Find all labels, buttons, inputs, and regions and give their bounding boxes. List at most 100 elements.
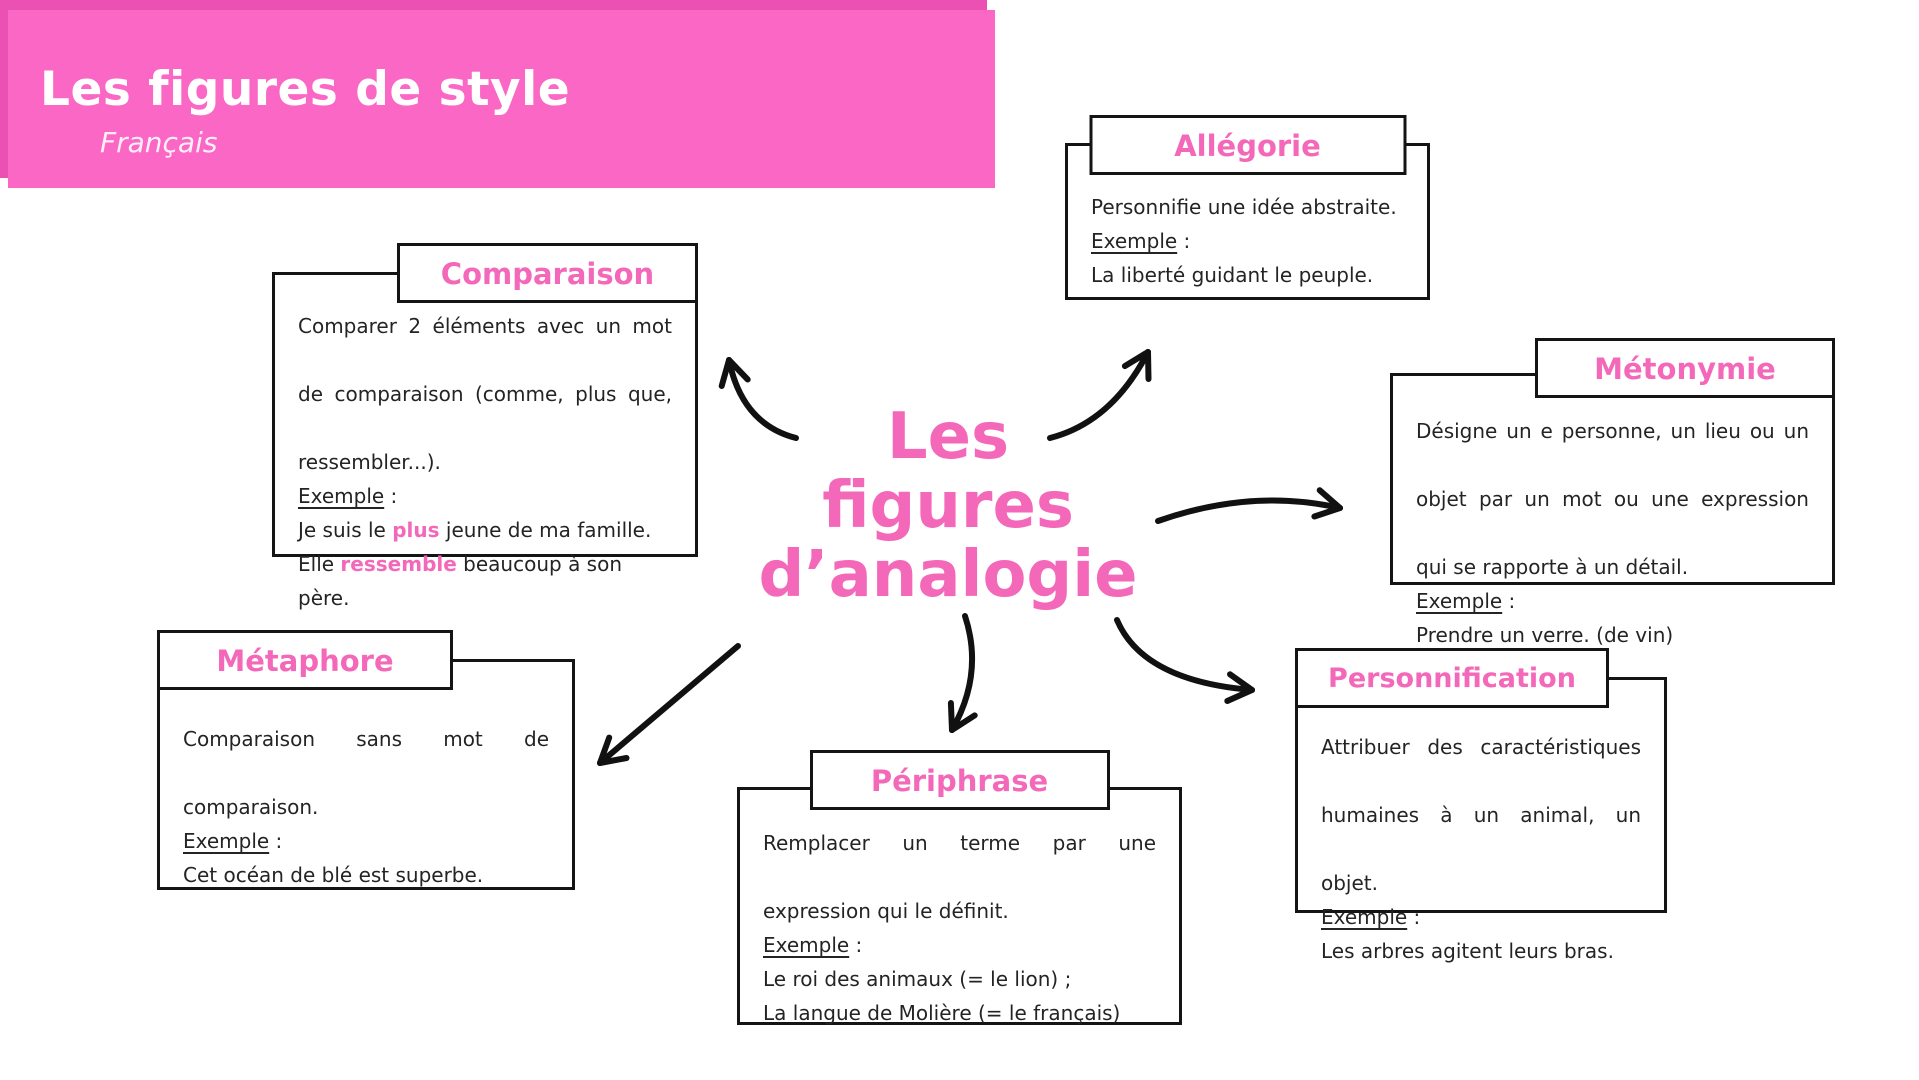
text-segment: Je suis le — [298, 518, 393, 542]
arrowhead — [1227, 671, 1255, 693]
text-line: Cet océan de blé est superbe. — [183, 858, 549, 892]
arrow-center-to-metaphore — [597, 643, 741, 766]
node-title-label: Métaphore — [216, 644, 394, 678]
text-segment: jeune de ma famille. — [439, 518, 652, 542]
text-segment: ressemble — [340, 552, 457, 576]
text-line: Je suis le plus jeune de ma famille. — [298, 513, 672, 547]
node-title-comparaison: Comparaison — [397, 243, 698, 303]
text-segment: Les arbres agitent leurs bras. — [1321, 939, 1614, 963]
text-segment: Exemple — [1321, 905, 1408, 929]
node-body-metaphore: Comparaison sans mot de comparaison. Exemp… — [160, 662, 572, 887]
text-segment: expression qui le définit. — [763, 899, 1009, 923]
text-line: Exemple : — [1321, 900, 1641, 934]
text-line: Les arbres agitent leurs bras. — [1321, 934, 1641, 968]
text-line: Exemple : — [1091, 224, 1404, 258]
text-segment: Désigne un e personne, un lieu ou un — [1416, 419, 1809, 443]
node-body-comparaison: Comparer 2 éléments avec un mot de compar… — [275, 275, 695, 610]
text-line: La langue de Molière (= le français) — [763, 996, 1156, 1030]
node-metonymie: Métonymie Désigne un e personne, un lieu… — [1390, 338, 1835, 647]
arrowhead — [949, 712, 978, 733]
text-line: Attribuer des caractéristiques — [1321, 730, 1641, 798]
text-line: Personnifie une idée abstraite. — [1091, 190, 1404, 224]
node-title-metonymie: Métonymie — [1535, 338, 1835, 398]
text-line: La liberté guidant le peuple. — [1091, 258, 1404, 292]
node-title-label: Métonymie — [1594, 352, 1776, 386]
arrowhead — [1316, 487, 1343, 511]
arrowhead — [726, 357, 751, 383]
text-segment: Exemple — [1416, 589, 1503, 613]
text-segment: : — [1502, 589, 1516, 613]
text-segment: : — [1407, 905, 1421, 929]
arrowhead — [718, 357, 732, 389]
arrow-center-to-periphrase — [949, 613, 975, 733]
text-segment: de comparaison (comme, plus que, — [298, 382, 672, 406]
node-comparaison: Comparaison Comparer 2 éléments avec un … — [272, 243, 698, 610]
text-line: Elle ressemble beaucoup à son père. — [298, 547, 672, 615]
node-body-periphrase: Remplacer un terme par une expression qui… — [740, 790, 1179, 1025]
page-subtitle: Français — [100, 126, 218, 159]
node-body-metonymie: Désigne un e personne, un lieu ou un obje… — [1393, 376, 1832, 647]
text-line: Exemple : — [763, 928, 1156, 962]
text-segment: plus — [392, 518, 440, 542]
text-line: objet. — [1321, 866, 1641, 900]
text-segment: La langue de Molière (= le français) — [763, 1001, 1121, 1025]
text-line: comparaison. — [183, 790, 549, 824]
text-segment: Le roi des animaux (= le lion) ; — [763, 967, 1072, 991]
arrow-center-to-personnification — [1114, 617, 1255, 693]
arrowhead — [947, 700, 955, 733]
text-segment: Comparaison sans mot de — [183, 727, 549, 751]
text-segment: Exemple — [1091, 229, 1178, 253]
text-segment: : — [1177, 229, 1191, 253]
arrowhead — [597, 734, 613, 766]
text-segment: Exemple — [763, 933, 850, 957]
text-line: Exemple : — [183, 824, 549, 858]
node-title-label: Périphrase — [870, 764, 1049, 798]
header-banner: Les figures de style Français — [0, 0, 995, 188]
node-title-periphrase: Périphrase — [809, 750, 1110, 810]
text-line: Désigne un e personne, un lieu ou un — [1416, 414, 1809, 482]
text-line: ressembler...). — [298, 445, 672, 479]
text-segment: comparaison. — [183, 795, 319, 819]
text-line: Exemple : — [1416, 584, 1809, 618]
node-title-personnification: Personnification — [1295, 648, 1609, 708]
text-segment: ressembler...). — [298, 450, 441, 474]
arrowhead — [597, 755, 630, 766]
text-line: de comparaison (comme, plus que, — [298, 377, 672, 445]
text-segment: Exemple — [183, 829, 270, 853]
text-segment: Comparer 2 éléments avec un mot — [298, 314, 672, 338]
text-line: Le roi des animaux (= le lion) ; — [763, 962, 1156, 996]
text-line: qui se rapporte à un détail. — [1416, 550, 1809, 584]
text-segment: : — [849, 933, 863, 957]
text-line: humaines à un animal, un — [1321, 798, 1641, 866]
node-periphrase: Périphrase Remplacer un terme par une exp… — [737, 750, 1182, 1025]
text-line: Exemple : — [298, 479, 672, 513]
page-title: Les figures de style — [40, 62, 571, 117]
text-segment: Elle — [298, 552, 341, 576]
arrow-center-to-comparaison — [726, 357, 799, 441]
text-segment: Personnifie une idée abstraite. — [1091, 195, 1397, 219]
node-personnification: Personnification Attribuer des caractéri… — [1295, 648, 1667, 963]
text-segment: Cet océan de blé est superbe. — [183, 863, 484, 887]
arrow-center-to-allegorie — [1047, 349, 1151, 441]
text-line: Remplacer un terme par une — [763, 826, 1156, 894]
arrowhead — [1224, 687, 1255, 704]
central-topic: Les figures d’analogie — [712, 403, 1184, 610]
node-allegorie: Allégorie Personnifie une idée abstraite… — [1065, 115, 1430, 300]
text-segment: Attribuer des caractéristiques — [1321, 735, 1641, 759]
central-topic-line-1: Les — [886, 400, 1010, 474]
header-banner-front: Les figures de style Français — [8, 10, 995, 188]
text-segment: beaucoup à son père. — [298, 552, 623, 610]
arrowhead — [1121, 349, 1151, 370]
text-segment: qui se rapporte à un détail. — [1416, 555, 1689, 579]
arrowhead — [1311, 505, 1343, 520]
node-title-label: Personnification — [1328, 663, 1576, 694]
text-line: Comparaison sans mot de — [183, 722, 549, 790]
arrow-center-to-metonymie — [1155, 497, 1343, 524]
node-title-label: Allégorie — [1174, 129, 1321, 163]
node-title-allegorie: Allégorie — [1089, 115, 1406, 175]
node-metaphore: Métaphore Comparaison sans mot de compara… — [157, 630, 575, 890]
text-segment: objet par un mot ou une expression — [1416, 487, 1809, 511]
node-body-personnification: Attribuer des caractéristiques humaines à… — [1298, 680, 1664, 963]
